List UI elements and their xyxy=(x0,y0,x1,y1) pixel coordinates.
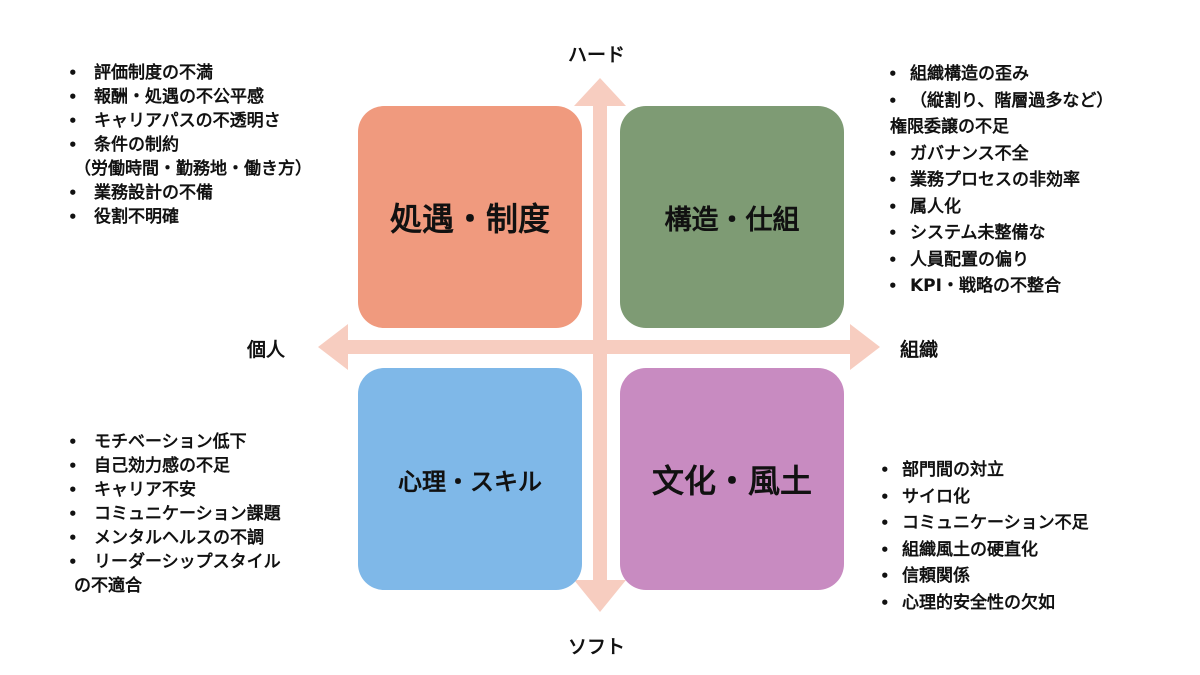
quadrant-top-left: 処遇・制度 xyxy=(358,106,582,328)
list-item: メンタルヘルスの不調 xyxy=(62,526,281,550)
axis-label-left: 個人 xyxy=(247,339,286,361)
list-item: 心理的安全性の欠如 xyxy=(870,590,1089,617)
list-item: KPI・戦略の不整合 xyxy=(878,273,1113,300)
quadrant-top-right: 構造・仕組 xyxy=(620,106,844,328)
quadrant-bottom-right-title: 文化・風土 xyxy=(651,462,812,500)
list-item: 業務プロセスの非効率 xyxy=(878,167,1113,194)
list-top-right: 組織構造の歪み（縦割り、階層過多など）権限委譲の不足ガバナンス不全業務プロセスの… xyxy=(878,61,1113,300)
list-top-left: 評価制度の不満報酬・処遇の不公平感キャリアパスの不透明さ条件の制約（労働時間・勤… xyxy=(62,61,312,229)
list-item: 権限委譲の不足 xyxy=(890,117,1009,137)
quadrant-top-right-title: 構造・仕組 xyxy=(664,204,800,236)
list-item: 組織風土の硬直化 xyxy=(870,537,1089,564)
list-item: 信頼関係 xyxy=(870,563,1089,590)
list-item: 組織構造の歪み xyxy=(878,61,1113,88)
axis-label-right: 組織 xyxy=(900,339,939,361)
list-item: （縦割り、階層過多など） xyxy=(878,88,1113,115)
list-item: 自己効力感の不足 xyxy=(62,454,281,478)
list-item: コミュニケーション不足 xyxy=(870,510,1089,537)
list-item: 業務設計の不備 xyxy=(62,181,312,205)
list-bottom-right: 部門間の対立サイロ化コミュニケーション不足組織風土の硬直化信頼関係心理的安全性の… xyxy=(870,457,1089,616)
quadrant-bottom-left: 心理・スキル xyxy=(358,368,582,590)
list-item: 評価制度の不満 xyxy=(62,61,312,85)
list-item: リーダーシップスタイル xyxy=(62,550,281,574)
list-item: ガバナンス不全 xyxy=(878,141,1113,168)
list-item: サイロ化 xyxy=(870,484,1089,511)
list-item: （労働時間・勤務地・働き方） xyxy=(74,159,312,179)
list-item: 属人化 xyxy=(878,194,1113,221)
list-item: 条件の制約 xyxy=(62,133,312,157)
list-item: の不適合 xyxy=(74,576,142,596)
list-item: モチベーション低下 xyxy=(62,430,281,454)
axis-label-top: ハード xyxy=(568,44,626,66)
quadrant-bottom-left-title: 心理・スキル xyxy=(398,467,542,496)
list-item: 役割不明確 xyxy=(62,205,312,229)
list-bottom-left: モチベーション低下自己効力感の不足キャリア不安コミュニケーション課題メンタルヘル… xyxy=(62,430,281,598)
list-item: 人員配置の偏り xyxy=(878,247,1113,274)
list-item: 部門間の対立 xyxy=(870,457,1089,484)
list-item: キャリアパスの不透明さ xyxy=(62,109,312,133)
horizontal-axis-arrow xyxy=(318,324,880,370)
list-item: 報酬・処遇の不公平感 xyxy=(62,85,312,109)
quadrant-top-left-title: 処遇・制度 xyxy=(389,200,550,238)
list-item: キャリア不安 xyxy=(62,478,281,502)
list-item: コミュニケーション課題 xyxy=(62,502,281,526)
axis-label-bottom: ソフト xyxy=(568,636,626,658)
list-item: システム未整備な xyxy=(878,220,1113,247)
quadrant-bottom-right: 文化・風土 xyxy=(620,368,844,590)
